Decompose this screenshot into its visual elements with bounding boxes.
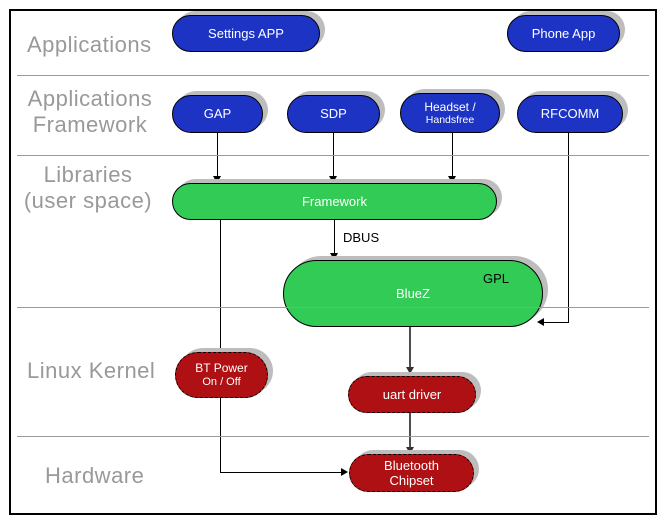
edge-uart-chipset: [409, 413, 411, 448]
node-label: Framework: [301, 193, 367, 209]
diagram-border: [9, 9, 657, 515]
separator-libraries: [17, 307, 649, 308]
arrowhead-framework-chipset: [341, 468, 348, 476]
node-label: Bluetooth: [384, 457, 439, 473]
node-label: uart driver: [382, 386, 442, 402]
node-bluez: GPL BlueZ: [283, 260, 543, 327]
arrowhead-rfcomm-bluez: [537, 318, 544, 326]
node-bt-power: BT Power On / Off: [175, 352, 268, 398]
edge-framework-bluez: [334, 220, 335, 254]
layer-label-applications: Applications: [27, 32, 152, 57]
edge-headset-framework: [452, 133, 453, 179]
layer-label-applications-framework: Applications Framework: [8, 86, 172, 138]
node-label: On / Off: [202, 375, 241, 388]
layer-label-hardware: Hardware: [45, 463, 145, 488]
node-phone-app: Phone App: [507, 15, 620, 52]
node-label: RFCOMM: [540, 106, 600, 122]
node-label: BT Power: [195, 361, 248, 376]
arrowhead-headset-framework: [448, 176, 456, 183]
node-gap: GAP: [172, 95, 263, 133]
arrowhead-sdp-framework: [329, 176, 337, 183]
layer-label-line: Framework: [32, 112, 148, 137]
edge-framework-chipset-horizontal: [220, 472, 342, 473]
edge-rfcomm-bluez-horizontal: [543, 322, 569, 323]
edge-bluez-uart: [409, 327, 411, 368]
node-label: Chipset: [389, 473, 434, 488]
edge-label-dbus: DBUS: [343, 230, 380, 245]
node-uart-driver: uart driver: [348, 376, 476, 413]
layer-label-line: (user space): [23, 188, 153, 213]
arrowhead-framework-bluez: [330, 253, 338, 260]
edge-rfcomm-bluez-vertical: [568, 133, 569, 323]
separator-kernel: [17, 436, 649, 437]
node-label: Headset /: [424, 99, 476, 114]
arrowhead-gap-framework: [213, 176, 221, 183]
node-bluetooth-chipset: Bluetooth Chipset: [349, 454, 474, 492]
edge-gap-framework: [217, 133, 218, 179]
node-sdp: SDP: [287, 95, 380, 133]
node-label: BlueZ: [396, 285, 430, 301]
separator-app-framework: [17, 155, 649, 156]
node-rfcomm: RFCOMM: [517, 95, 623, 133]
node-headset-handsfree: Headset / Handsfree: [400, 93, 500, 133]
gpl-license-badge: GPL: [482, 271, 509, 286]
layer-label-linux-kernel: Linux Kernel: [27, 358, 156, 383]
layer-label-line: Applications: [27, 86, 153, 111]
node-label: GAP: [203, 106, 232, 122]
arrowhead-bluez-uart: [406, 367, 414, 374]
edge-framework-chipset-vertical: [220, 220, 221, 473]
node-label: Phone App: [531, 25, 596, 41]
node-label: Settings APP: [208, 25, 284, 41]
layer-label-libraries: Libraries (user space): [6, 162, 170, 214]
layer-label-line: Libraries: [43, 162, 133, 187]
node-label: Handsfree: [425, 113, 475, 126]
separator-applications: [17, 75, 649, 76]
arrowhead-uart-chipset: [406, 447, 414, 454]
node-framework: Framework: [172, 183, 497, 220]
node-label: SDP: [320, 106, 347, 122]
node-settings-app: Settings APP: [172, 15, 320, 52]
edge-sdp-framework: [333, 133, 334, 179]
